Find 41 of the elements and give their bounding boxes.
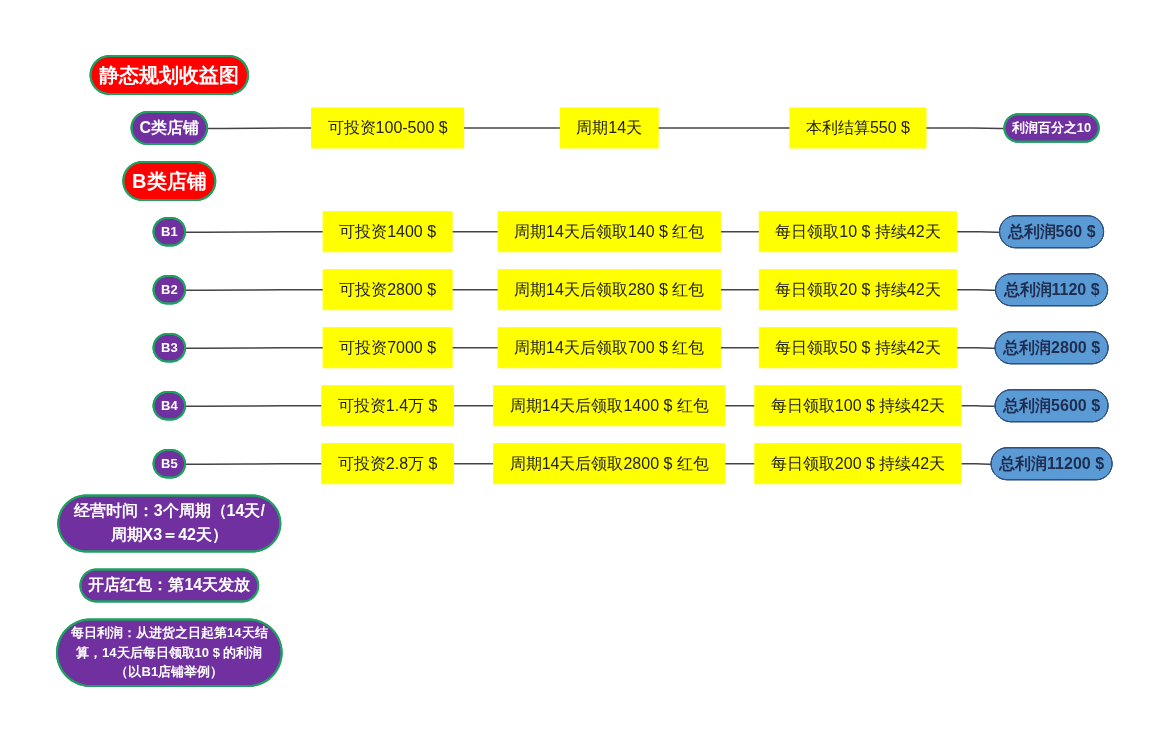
connector <box>956 346 997 349</box>
node-box: 周期14天后领取1400 $ 红包 <box>493 384 726 426</box>
connector <box>185 288 325 291</box>
connector <box>724 462 757 464</box>
connector <box>720 346 761 348</box>
connector <box>657 126 792 129</box>
connector <box>451 230 500 232</box>
connector <box>960 404 997 407</box>
node-box: 可投资2800 $ <box>323 268 454 310</box>
node-box: 周期14天后领取280 $ 红包 <box>498 268 722 310</box>
connector <box>185 346 325 349</box>
node-box: 每日领取20 $ 持续42天 <box>759 268 958 310</box>
connector <box>451 346 500 348</box>
connector <box>453 404 495 406</box>
node-box: 每日领取10 $ 持续42天 <box>759 210 958 252</box>
connector <box>185 404 324 407</box>
connector <box>451 288 500 290</box>
connector <box>185 230 325 233</box>
node-box: 周期14天后领取2800 $ 红包 <box>493 442 726 484</box>
node-box: 可投资7000 $ <box>323 326 454 368</box>
node-box: 可投资1.4万 $ <box>321 384 455 426</box>
connector <box>956 230 1002 233</box>
connector <box>720 288 761 290</box>
connector <box>463 126 562 129</box>
connector <box>724 404 757 406</box>
node-box: 每日领取100 $ 持续42天 <box>754 384 963 426</box>
connector <box>720 230 761 232</box>
node-box: 可投资2.8万 $ <box>321 442 455 484</box>
connector <box>960 462 993 465</box>
node-box: 本利结算550 $ <box>789 107 927 148</box>
node-box: 每日领取50 $ 持续42天 <box>759 326 958 368</box>
connector <box>207 126 313 129</box>
connector <box>185 462 324 465</box>
node-box: 可投资1400 $ <box>323 210 454 252</box>
connector <box>453 462 495 464</box>
node-box: 周期14天后领取700 $ 红包 <box>498 326 722 368</box>
node-box: 可投资100-500 $ <box>311 107 465 148</box>
connector <box>956 288 998 291</box>
node-box: 周期14天后领取140 $ 红包 <box>498 210 722 252</box>
node-box: 周期14天 <box>560 107 660 148</box>
node-box: 每日领取200 $ 持续42天 <box>754 442 963 484</box>
